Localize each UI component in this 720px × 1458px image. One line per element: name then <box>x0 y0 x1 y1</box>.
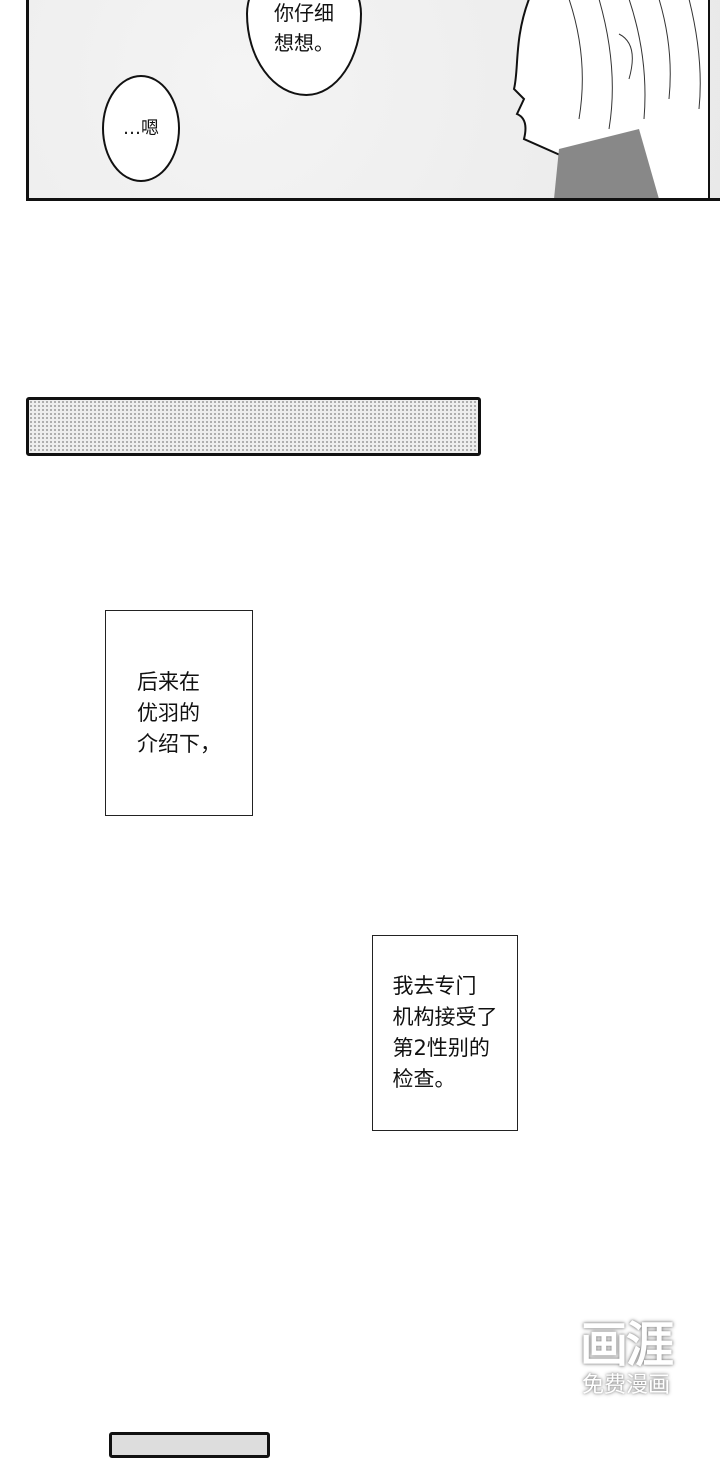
speech-text: 你仔细 想想。 <box>274 0 334 55</box>
narration-box: 我去专门 机构接受了 第2性别的 检查。 <box>372 935 518 1131</box>
narration-text: 我去专门 机构接受了 第2性别的 检查。 <box>392 974 498 1091</box>
narration-text: 后来在 优羽的 介绍下， <box>137 669 221 756</box>
speech-bubble: 你仔细 想想。 <box>246 0 362 96</box>
next-panel-edge <box>109 1432 270 1458</box>
screentone-panel <box>26 397 481 456</box>
watermark: 画涯 免费漫画 <box>566 1318 686 1400</box>
speech-bubble: …嗯 <box>102 75 180 182</box>
narration-box: 后来在 优羽的 介绍下， <box>105 610 253 816</box>
manga-panel-top: 你仔细 想想。 …嗯 <box>26 0 720 201</box>
speech-text: …嗯 <box>123 117 159 139</box>
character-illustration <box>512 0 710 198</box>
watermark-logo: 画涯 <box>579 1317 674 1373</box>
watermark-subtitle: 免费漫画 <box>581 1373 670 1398</box>
